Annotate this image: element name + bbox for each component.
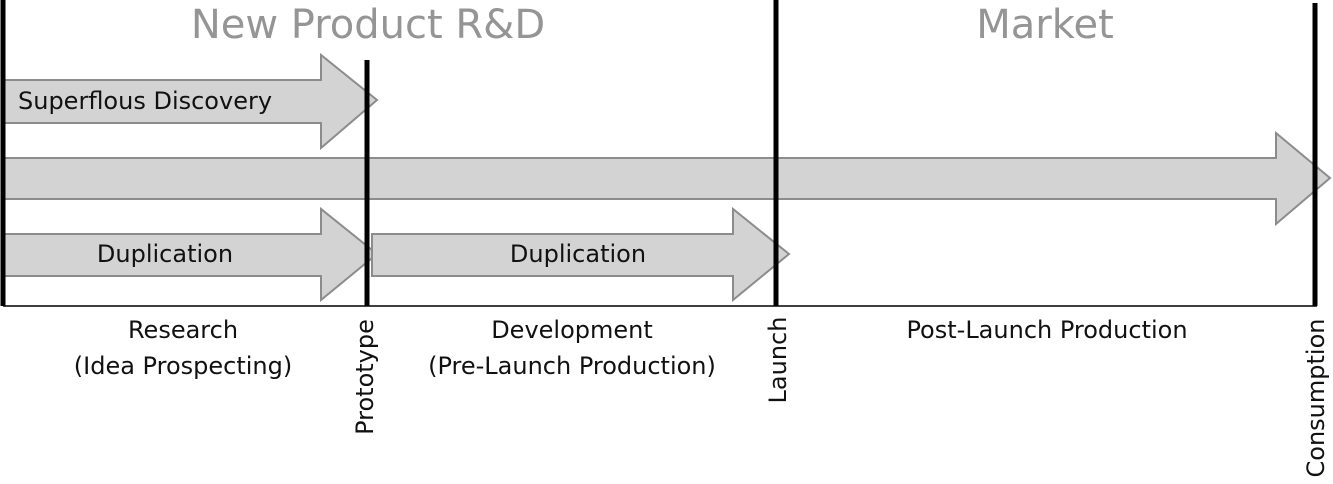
stage-research-subtitle: (Idea Prospecting) [74,352,292,380]
stage-post-launch-title: Post-Launch Production [906,316,1187,344]
full-timeline-arrow [3,130,1332,227]
milestone-consumption: Consumption [1302,319,1330,478]
duplication-research-label: Duplication [97,240,233,268]
stage-development-title: Development [491,316,653,344]
superflous-discovery-label: Superflous Discovery [18,87,272,115]
zone-title-market: Market [976,2,1114,48]
duplication-development-label: Duplication [510,240,646,268]
stage-development-subtitle: (Pre-Launch Production) [428,352,716,380]
duplication-development-arrow [371,206,791,303]
milestone-prototype: Prototype [351,319,379,435]
milestone-launch: Launch [764,317,792,404]
stage-research-title: Research [128,316,238,344]
duplication-research-arrow [3,206,379,303]
zone-title-rnd: New Product R&D [191,2,545,48]
superflous-discovery-arrow [3,52,379,151]
